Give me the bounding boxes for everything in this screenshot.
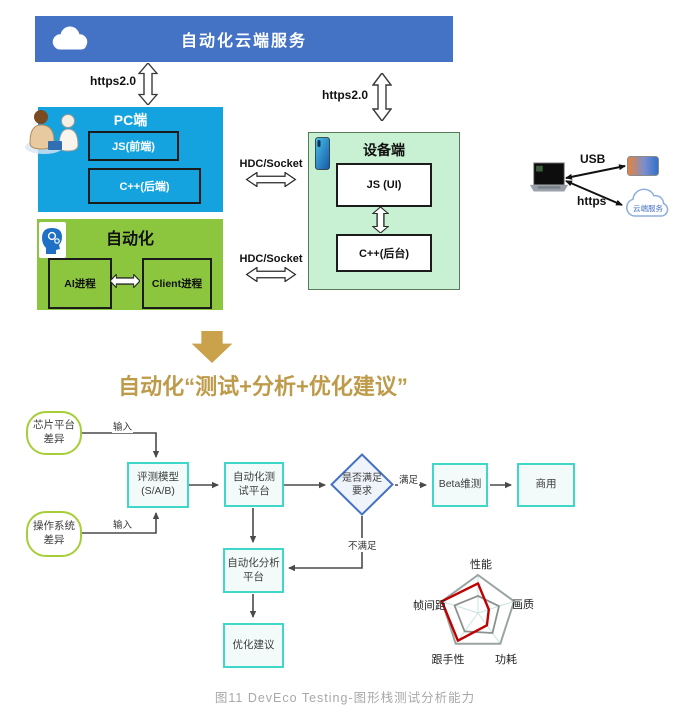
https-arrow-right <box>372 73 392 121</box>
remote-phone-icon <box>627 156 659 176</box>
https-arrow-left <box>138 63 158 105</box>
ai-client-arrow <box>110 274 140 288</box>
commercial-node: 商用 <box>517 463 575 507</box>
pc-backend-box: C++(后端) <box>88 168 201 204</box>
decision-label: 是否满足要求 <box>342 472 382 497</box>
analysis-platform-node: 自动化分析平台 <box>223 548 284 593</box>
remote-cloud-label: 云端服务 <box>633 203 663 213</box>
radar-chart <box>412 552 544 656</box>
ai-process-box: AI进程 <box>48 258 112 309</box>
automation-box: 自动化 AI进程 Client进程 <box>37 219 223 310</box>
device-inner-arrow <box>372 207 389 233</box>
hdc-socket-top-label: HDC/Socket <box>239 158 303 170</box>
hdc-socket-bottom-arrow <box>245 267 297 282</box>
cloud-service-box: 自动化云端服务 <box>35 16 453 62</box>
radar-chart-svg <box>440 573 516 645</box>
hdc-socket-bottom-label: HDC/Socket <box>239 253 303 265</box>
pc-title: PC端 <box>113 112 148 128</box>
gold-down-arrow <box>191 331 233 363</box>
hdc-socket-top-arrow <box>245 172 297 187</box>
input-top-label: 输入 <box>112 419 134 433</box>
cloud-icon <box>52 26 88 50</box>
decision-diamond-shape <box>330 453 394 516</box>
device-box: 设备端 JS (UI) C++(后台) <box>308 132 460 290</box>
no-label: 不满足 <box>347 538 378 552</box>
eval-model-node: 评测模型(S/A/B) <box>127 462 189 508</box>
radar-label-perf: 性能 <box>470 559 492 571</box>
client-process-box: Client进程 <box>142 258 212 309</box>
section-title: 自动化“测试+分析+优化建议” <box>118 374 408 399</box>
radar-label-touch: 跟手性 <box>431 654 465 666</box>
automation-title: 自动化 <box>105 231 154 248</box>
yes-label: 满足 <box>398 472 420 486</box>
usb-label: USB <box>580 152 606 166</box>
ai-head-icon <box>39 222 66 258</box>
radar-label-quality: 画质 <box>512 599 534 611</box>
figure-caption: 图11 DevEco Testing-图形栈测试分析能力 <box>214 691 476 705</box>
chip-diff-node: 芯片平台差异 <box>26 411 82 455</box>
device-title: 设备端 <box>363 142 405 158</box>
flow-connectors <box>82 432 512 618</box>
radar-label-frame: 帧间距 <box>413 600 446 612</box>
users-icon <box>25 110 79 154</box>
os-diff-node: 操作系统差异 <box>26 511 82 557</box>
suggestion-node: 优化建议 <box>223 623 284 668</box>
decision-node: 是否满足要求 <box>330 453 394 516</box>
pc-frontend-box: JS(前端) <box>88 131 179 161</box>
laptop-icon <box>529 162 569 192</box>
test-platform-node: 自动化测试平台 <box>224 462 284 507</box>
remote-cloud-icon: 云端服务 <box>626 188 669 217</box>
device-ui-box: JS (UI) <box>336 163 432 207</box>
https-right-label: https2.0 <box>322 88 369 102</box>
cloud-service-label: 自动化云端服务 <box>180 33 307 50</box>
device-phone-icon <box>315 137 330 170</box>
https-left-label: https2.0 <box>90 74 137 88</box>
device-background-box: C++(后台) <box>336 234 432 272</box>
input-bottom-label: 输入 <box>112 517 134 531</box>
connection-arrows <box>565 164 626 206</box>
radar-label-power: 功耗 <box>495 654 517 666</box>
pc-box: PC端 JS(前端) C++(后端) <box>25 107 223 212</box>
beta-node: Beta维测 <box>432 463 488 507</box>
